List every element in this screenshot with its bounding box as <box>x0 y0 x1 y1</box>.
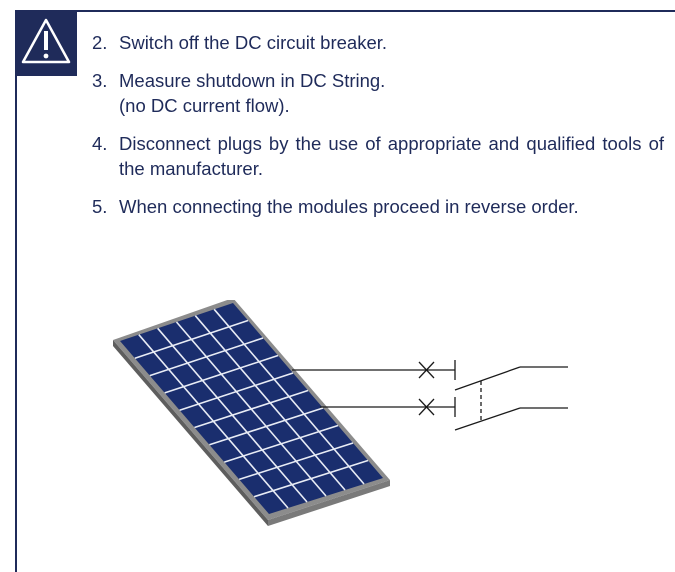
step-number: 2. <box>92 32 108 53</box>
step-text: Switch off the DC circuit breaker. <box>119 32 388 53</box>
step-5: 5. When connecting the modules proceed i… <box>92 194 664 219</box>
panel-cell-line <box>253 459 369 498</box>
step-3: 3. Measure shutdown in DC String. (no DC… <box>92 68 664 118</box>
instruction-list: 2. Switch off the DC circuit breaker. 3.… <box>92 30 664 232</box>
step-text: order. <box>531 196 579 217</box>
step-text: Measure shutdown in DC String. <box>119 70 386 91</box>
panel-cell-line <box>179 372 294 411</box>
solar-panel-icon <box>113 300 390 526</box>
panel-cell-line <box>194 389 309 429</box>
panel-cell-line <box>164 354 279 394</box>
panel-cell-line <box>134 319 249 360</box>
solar-panel-disconnect-illustration <box>113 300 568 526</box>
step-text: (no DC current flow). <box>119 95 290 116</box>
panel-cell-line <box>224 424 339 463</box>
step-text: When connecting the modules proceed in r… <box>119 196 527 217</box>
step-number: 4. <box>92 133 108 154</box>
warning-triangle-icon <box>21 18 71 64</box>
step-4: 4. Disconnect plugs by the use of approp… <box>92 131 664 181</box>
step-2: 2. Switch off the DC circuit breaker. <box>92 30 664 55</box>
step-number: 3. <box>92 70 108 91</box>
frame-left-border <box>15 10 17 572</box>
panel-cell-line <box>209 407 324 446</box>
panel-cell-line <box>238 442 354 481</box>
panel-cell-line <box>149 337 264 377</box>
dc-circuit-breaker-icon <box>292 360 568 431</box>
warning-box <box>15 10 77 76</box>
step-text: Disconnect plugs by the use of appropria… <box>119 133 482 154</box>
frame-top-border <box>15 10 675 12</box>
step-number: 5. <box>92 196 108 217</box>
step-text: and qualified tools of the manufacturer. <box>119 133 664 179</box>
